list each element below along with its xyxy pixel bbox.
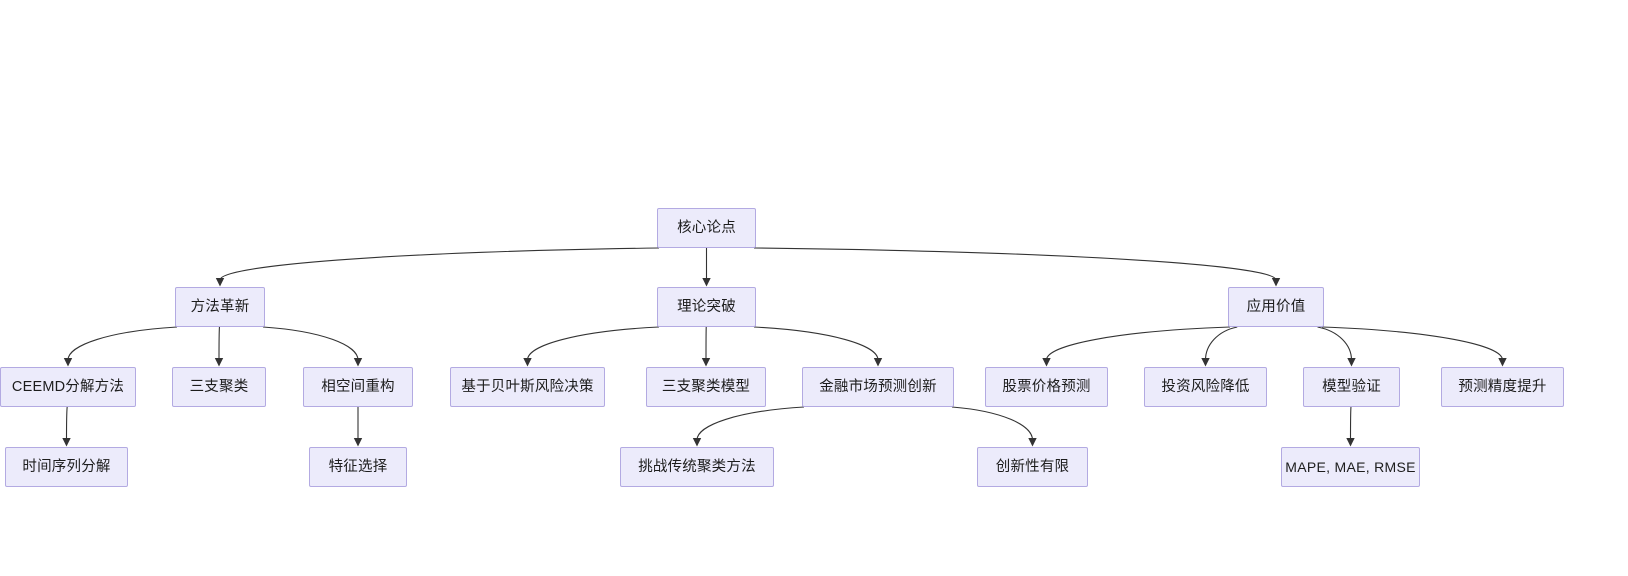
- arrowhead-l3f-to-l4c: [692, 438, 702, 447]
- edge-l2c-to-l3g: [1045, 326, 1231, 361]
- node-label: 理论突破: [677, 298, 736, 315]
- arrowhead-l3i-to-l4e: [1346, 438, 1355, 447]
- arrowhead-l3f-to-l4d: [1028, 438, 1037, 447]
- flowchart-node-l3f[interactable]: 金融市场预测创新: [802, 367, 954, 407]
- arrowhead-l2a-to-l3a: [63, 358, 73, 367]
- edge-l2b-to-l3d: [526, 326, 660, 361]
- flowchart-node-l3a[interactable]: CEEMD分解方法: [0, 367, 136, 407]
- arrowhead-l3a-to-l4a: [62, 438, 71, 447]
- node-label: 挑战传统聚类方法: [638, 458, 756, 475]
- flowchart-node-root[interactable]: 核心论点: [657, 208, 756, 248]
- flowchart-node-l4d[interactable]: 创新性有限: [977, 447, 1088, 487]
- flowchart-node-l3b[interactable]: 三支聚类: [172, 367, 266, 407]
- flowchart-node-l3g[interactable]: 股票价格预测: [985, 367, 1108, 407]
- edge-l2c-to-l3j: [1321, 326, 1504, 361]
- node-label: 相空间重构: [321, 378, 395, 395]
- flowchart-node-l3h[interactable]: 投资风险降低: [1144, 367, 1267, 407]
- flowchart-node-l3e[interactable]: 三支聚类模型: [646, 367, 766, 407]
- node-label: 投资风险降低: [1161, 378, 1250, 395]
- arrowhead-l2c-to-l3i: [1347, 358, 1356, 367]
- arrowhead-l2a-to-l3c: [353, 358, 363, 367]
- node-label: 核心论点: [677, 219, 736, 236]
- edge-l2b-to-l3f: [753, 326, 879, 361]
- edge-l3f-to-l4d: [951, 406, 1034, 441]
- flowchart-node-l2a[interactable]: 方法革新: [175, 287, 265, 327]
- node-label: 特征选择: [328, 458, 388, 475]
- flowchart-node-l4e[interactable]: MAPE, MAE, RMSE: [1281, 447, 1420, 487]
- arrowhead-root-to-l2b: [702, 278, 711, 287]
- flowchart-node-l2b[interactable]: 理论突破: [657, 287, 756, 327]
- flowchart-node-l3c[interactable]: 相空间重构: [303, 367, 413, 407]
- node-label: 模型验证: [1322, 378, 1381, 395]
- arrowhead-root-to-l2a: [215, 278, 225, 287]
- arrowhead-l3c-to-l4b: [353, 438, 363, 447]
- node-label: CEEMD分解方法: [11, 378, 125, 395]
- edge-l2a-to-l3a: [67, 326, 178, 361]
- arrowhead-l2a-to-l3b: [214, 358, 224, 367]
- node-label: 预测精度提升: [1458, 378, 1547, 395]
- flowchart-node-l4c[interactable]: 挑战传统聚类方法: [620, 447, 774, 487]
- flowchart-node-l3j[interactable]: 预测精度提升: [1441, 367, 1564, 407]
- arrowhead-l2c-to-l3h: [1201, 358, 1210, 367]
- edge-l2c-to-l3i: [1317, 326, 1353, 361]
- arrowhead-root-to-l2c: [1271, 278, 1281, 287]
- node-label: 三支聚类模型: [661, 378, 751, 395]
- edge-l3f-to-l4c: [696, 406, 805, 441]
- edge-l2a-to-l3c: [262, 326, 359, 361]
- node-label: 金融市场预测创新: [819, 378, 937, 395]
- node-label: MAPE, MAE, RMSE: [1285, 459, 1416, 475]
- edge-root-to-l2c: [753, 247, 1277, 281]
- node-label: 基于贝叶斯风险决策: [461, 378, 594, 395]
- node-label: 时间序列分解: [22, 458, 111, 475]
- arrowhead-l2c-to-l3g: [1042, 358, 1051, 367]
- arrowhead-l2b-to-l3e: [701, 358, 711, 367]
- node-label: 方法革新: [190, 298, 250, 315]
- edge-root-to-l2a: [219, 247, 660, 281]
- flowchart-node-l3d[interactable]: 基于贝叶斯风险决策: [450, 367, 605, 407]
- arrowhead-l2b-to-l3f: [873, 358, 883, 367]
- node-label: 应用价值: [1246, 298, 1306, 315]
- node-label: 股票价格预测: [1002, 378, 1091, 395]
- flowchart-node-l2c[interactable]: 应用价值: [1228, 287, 1324, 327]
- flowchart-node-l4b[interactable]: 特征选择: [309, 447, 407, 487]
- edge-l2c-to-l3h: [1204, 326, 1238, 361]
- node-label: 创新性有限: [995, 458, 1070, 475]
- flowchart-node-l3i[interactable]: 模型验证: [1303, 367, 1400, 407]
- arrowhead-l2c-to-l3j: [1498, 358, 1507, 367]
- arrowhead-l2b-to-l3d: [523, 358, 532, 367]
- node-label: 三支聚类: [189, 378, 249, 395]
- edge-l3a-to-l4a: [65, 406, 68, 441]
- flowchart-node-l4a[interactable]: 时间序列分解: [5, 447, 128, 487]
